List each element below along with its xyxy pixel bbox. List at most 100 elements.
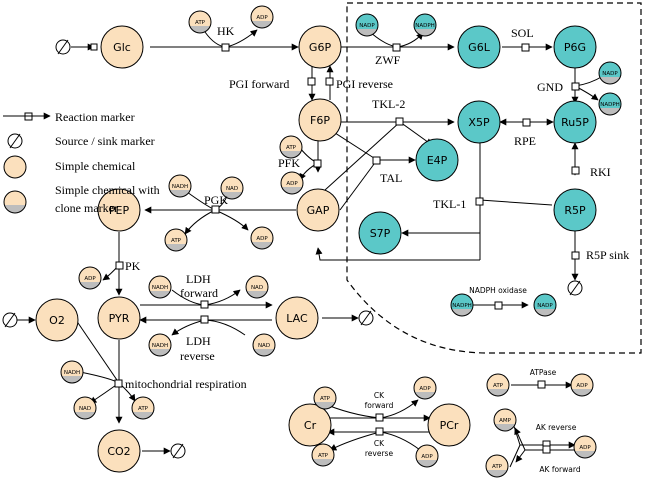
legend-simple-chemical-label: Simple chemical	[55, 159, 136, 173]
o2-node: O2	[35, 298, 79, 342]
p6g-node: P6G	[553, 25, 597, 69]
adp-cofactor-node: ADP	[413, 376, 437, 400]
ck-forward-label-line2: forward	[365, 401, 394, 410]
svg-text:LAC: LAC	[286, 312, 308, 325]
ck-reverse-label-line1: CK	[374, 439, 385, 448]
adp-cofactor-label: ADP	[419, 386, 431, 392]
legend-source-sink-label: Source / sink marker	[55, 134, 155, 148]
svg-text:F6P: F6P	[310, 114, 330, 127]
nadp-cofactor-label: NADP	[602, 71, 618, 77]
adp-cofactor-label: ADP	[286, 181, 298, 187]
nadh-cofactor-node: NADH	[148, 333, 172, 357]
atp-cofactor-node: ATP	[311, 443, 335, 467]
f6p-node: F6P	[298, 98, 342, 142]
adp-cofactor-node: ADP	[250, 226, 274, 250]
atp-cofactor-label: ATP	[195, 20, 206, 26]
nadp-cofactor-node: NADP	[598, 61, 622, 85]
nadp-cofactor-node: NADP	[533, 293, 557, 317]
nadph-cofactor-node: NADPH	[598, 92, 622, 116]
svg-text:G6L: G6L	[468, 41, 491, 54]
legend-clone-label-line1: Simple chemical with	[55, 183, 160, 197]
o2-source-marker	[2, 312, 18, 328]
r5p-node: R5P	[553, 188, 597, 232]
nadph-oxidase-label: NADPH oxidase	[469, 286, 527, 295]
nadh-cofactor-label: NADH	[64, 370, 80, 376]
ldh-reverse-label-line2: reverse	[180, 349, 215, 363]
glc-source-marker	[55, 39, 71, 55]
pep-node: PEP	[97, 188, 141, 232]
s7p-node: S7P	[358, 211, 402, 255]
rpe-label: RPE	[514, 134, 536, 148]
nadph-cofactor-node: NADPH	[413, 13, 437, 37]
reaction-labels: HK PGI forward PGI reverse ZWF SOL GND R…	[125, 24, 629, 474]
svg-text:S7P: S7P	[370, 227, 391, 240]
nadh-cofactor-node: NADH	[148, 275, 172, 299]
legend-clone-label-line2: clone marker	[55, 201, 118, 215]
svg-text:Glc: Glc	[113, 41, 131, 54]
g6p-node: G6P	[298, 25, 342, 69]
amp-cofactor-label: AMP	[499, 418, 512, 424]
nadh-cofactor-label: NADH	[172, 184, 188, 190]
pcr-node: PCr	[427, 403, 471, 447]
nadh-cofactor-label: NADH	[152, 285, 168, 291]
svg-text:CO2: CO2	[107, 445, 130, 458]
svg-text:R5P: R5P	[564, 204, 586, 217]
ldh-reverse-label-line1: LDH	[186, 334, 211, 348]
ak-reverse-label: AK reverse	[536, 423, 577, 432]
pyr-node: PYR	[97, 296, 141, 340]
cr-node: Cr	[288, 403, 332, 447]
ldh-forward-label-line2: forward	[180, 286, 218, 300]
pentose-phosphate-compartment	[346, 2, 642, 354]
svg-text:PYR: PYR	[109, 312, 130, 325]
rki-label: RKI	[590, 165, 611, 179]
nad-cofactor-label: NAD	[258, 343, 270, 349]
cofactor-nodes: ATP ADP NADP NADPH NADP NADPH ATP ADP NADH NAD ATP…	[60, 5, 622, 478]
nadh-cofactor-node: NADH	[60, 360, 84, 384]
nad-cofactor-label: NAD	[251, 285, 263, 291]
co2-node: CO2	[97, 429, 141, 473]
pfk-label: PFK	[278, 156, 300, 170]
nad-cofactor-node: NAD	[245, 275, 269, 299]
atp-cofactor-node: ATP	[164, 228, 188, 252]
svg-text:E4P: E4P	[427, 154, 448, 167]
tal-label: TAL	[380, 171, 402, 185]
ru5p-node: Ru5P	[553, 100, 597, 144]
r5p-sink-marker	[567, 280, 583, 296]
pgk-label: PGK	[204, 193, 228, 207]
atp-cofactor-node: ATP	[313, 386, 337, 410]
adp-cofactor-node: ADP	[570, 373, 594, 397]
nadp-cofactor-node: NADP	[355, 13, 379, 37]
reaction-edges	[17, 29, 604, 468]
atp-cofactor-label: ATP	[138, 406, 149, 412]
atp-cofactor-label: ATP	[286, 145, 297, 151]
atp-cofactor-label: ATP	[493, 383, 504, 389]
nad-cofactor-label: NAD	[226, 186, 238, 192]
legend-simple-chemical-swatch	[3, 155, 27, 179]
ak-forward-label: AK forward	[539, 465, 580, 474]
nad-cofactor-node: NAD	[252, 333, 276, 357]
adp-cofactor-node: ADP	[78, 266, 102, 290]
tkl1-label: TKL-1	[433, 197, 466, 211]
adp-cofactor-label: ADP	[421, 454, 433, 460]
nadh-cofactor-node: NADH	[168, 174, 192, 198]
gap-node: GAP	[296, 188, 340, 232]
glc-node: Glc	[100, 25, 144, 69]
pgi-forward-label: PGI forward	[229, 77, 289, 91]
amp-cofactor-node: AMP	[493, 408, 517, 432]
adp-cofactor-label: ADP	[256, 15, 268, 21]
atp-cofactor-node: ATP	[486, 373, 510, 397]
pk-label: PK	[125, 259, 141, 273]
nadp-cofactor-label: NADP	[537, 303, 553, 309]
mito-respiration-label: mitochondrial respiration	[125, 377, 247, 391]
nadph-cofactor-label: NADPH	[600, 102, 620, 108]
atpase-label: ATPase	[530, 368, 557, 377]
atp-cofactor-label: ATP	[320, 396, 331, 402]
reaction-markers	[24, 43, 580, 454]
svg-text:G6P: G6P	[309, 41, 332, 54]
hk-label: HK	[217, 24, 235, 38]
legend-source-sink-marker	[7, 133, 23, 149]
svg-text:PEP: PEP	[109, 204, 130, 217]
x5p-node: X5P	[457, 100, 501, 144]
lac-node: LAC	[275, 296, 319, 340]
